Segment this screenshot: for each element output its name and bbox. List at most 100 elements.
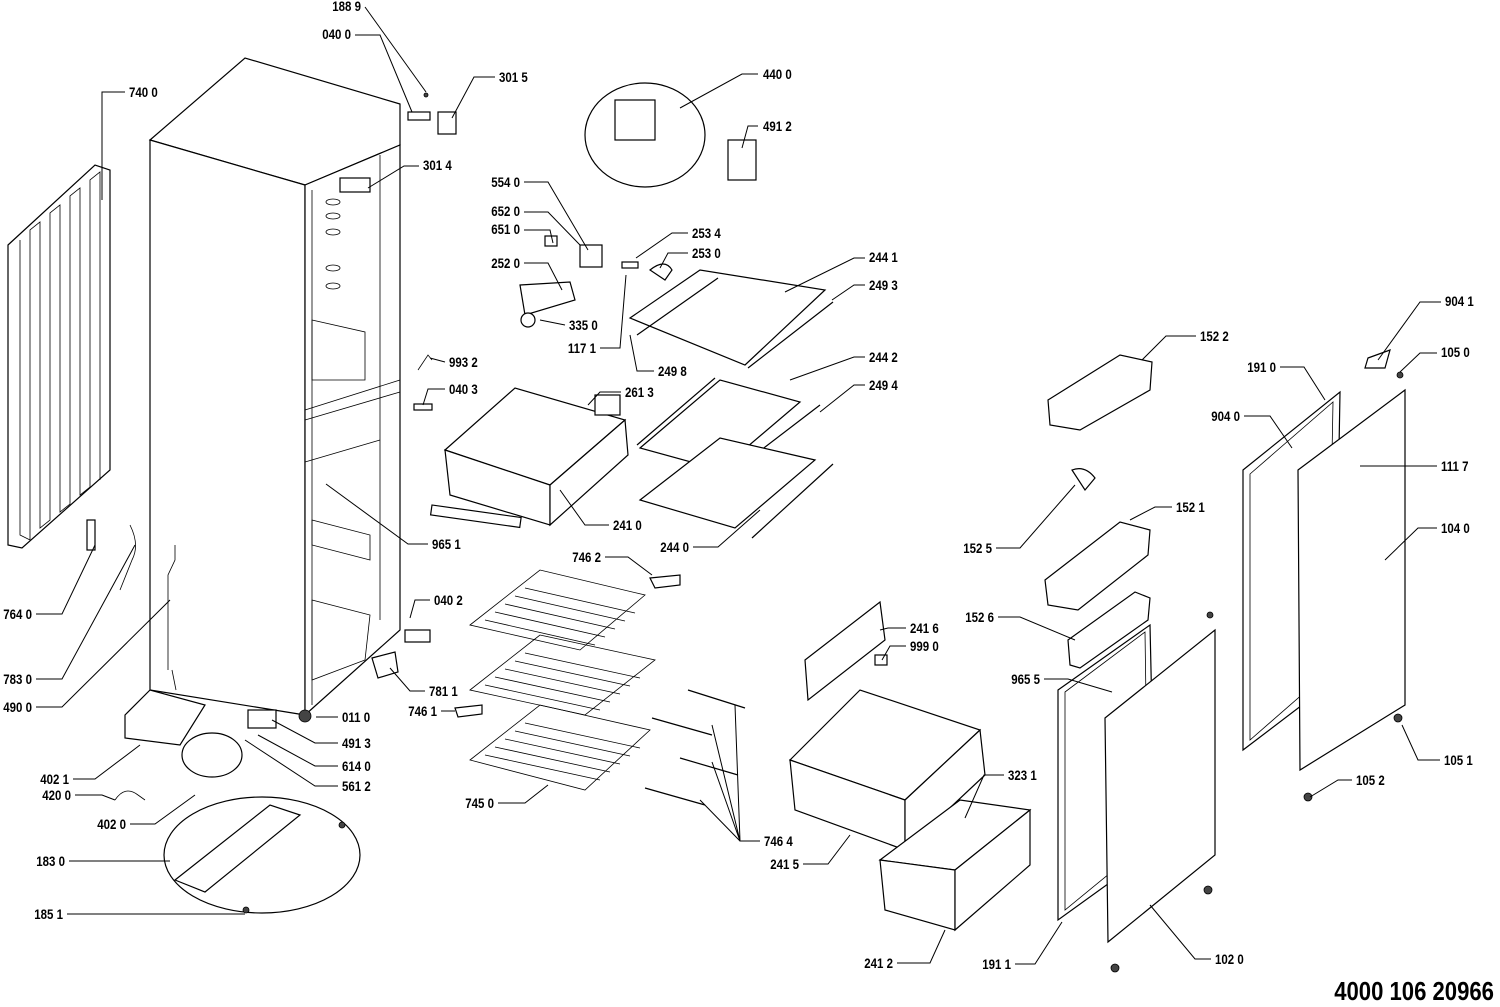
leader-p9655 [1044, 678, 1113, 693]
leader-p4913 [271, 719, 338, 744]
leader-p2494 [819, 384, 865, 413]
leader-p3014 [367, 165, 419, 189]
glass-shelves [628, 269, 834, 539]
callout-p1020: 102 0 [1215, 951, 1244, 967]
leader-p7464 [699, 704, 760, 842]
callout-p1040: 104 0 [1441, 520, 1470, 536]
callout-p6510: 651 0 [491, 221, 520, 237]
leader-p2441 [784, 257, 865, 293]
callout-p9990: 999 0 [910, 638, 939, 654]
callout-p9041: 904 1 [1445, 293, 1474, 309]
lower-drawers [788, 600, 1032, 932]
leader-p4020 [130, 794, 196, 825]
leader-p3231 [964, 774, 1004, 819]
callout-p7830: 783 0 [3, 671, 32, 687]
leader-p9040 [1244, 415, 1293, 449]
callout-p7640: 764 0 [3, 606, 32, 622]
drier-part [86, 519, 96, 551]
callout-p2498: 249 8 [658, 363, 687, 379]
callout-p0403: 040 3 [449, 381, 478, 397]
leader-p2493 [831, 284, 865, 301]
callout-p1830: 183 0 [36, 853, 65, 869]
door-shelves [1044, 354, 1153, 669]
callout-p1117: 111 7 [1441, 458, 1468, 474]
callout-p6140: 614 0 [342, 758, 371, 774]
leader-p1171 [600, 274, 627, 349]
callout-p4913: 491 3 [342, 735, 371, 751]
callout-p4900: 490 0 [3, 699, 32, 715]
callout-p2416: 241 6 [910, 620, 939, 636]
callout-p0400: 040 0 [322, 26, 351, 42]
leader-p1040 [1384, 527, 1437, 561]
callout-p9651: 965 1 [432, 536, 461, 552]
leader-p5612 [244, 739, 338, 787]
leader-p2534 [635, 232, 688, 259]
callout-p0110: 011 0 [342, 709, 370, 725]
callout-p1050: 105 0 [1441, 344, 1470, 360]
freezer-drawer-upper [429, 387, 629, 529]
misc-parts [371, 394, 888, 679]
callout-p9040: 904 0 [1211, 408, 1240, 424]
callout-p1910: 191 0 [1247, 359, 1276, 375]
leader-p0400 [355, 34, 413, 113]
leader-p0402 [409, 599, 430, 619]
callout-p5612: 561 2 [342, 778, 371, 794]
leader-p2520 [524, 262, 563, 291]
callout-p1525: 152 5 [963, 540, 992, 556]
leader-p9932 [429, 357, 446, 363]
callout-p1526: 152 6 [965, 609, 994, 625]
callout-p2410: 241 0 [613, 517, 642, 533]
callout-p4400: 440 0 [763, 66, 792, 82]
callout-p1171: 117 1 [568, 340, 596, 356]
callout-p7462: 746 2 [572, 549, 601, 565]
leader-lines [36, 6, 1441, 965]
callout-p2613: 261 3 [625, 384, 654, 400]
callout-p3231: 323 1 [1008, 767, 1037, 783]
callout-p4200: 420 0 [42, 787, 71, 803]
leader-p7462 [605, 556, 653, 576]
callout-p2493: 249 3 [869, 277, 898, 293]
callout-p3014: 301 4 [423, 157, 453, 173]
leader-p4400 [679, 73, 758, 109]
callout-p7450: 745 0 [465, 795, 494, 811]
callout-p7400: 740 0 [129, 84, 158, 100]
callout-p1911: 191 1 [982, 956, 1011, 972]
leader-p1522 [1141, 335, 1196, 361]
callout-p1889: 188 9 [332, 0, 361, 14]
leader-p1911 [1015, 921, 1063, 965]
leader-p6510 [524, 229, 554, 244]
leader-p2440 [693, 509, 761, 548]
compressor-group [114, 689, 361, 914]
leader-p3350 [539, 319, 566, 326]
leader-p6520 [524, 211, 581, 246]
leader-p7830 [36, 544, 136, 680]
leader-p2412 [897, 929, 946, 964]
leader-p3015 [451, 76, 495, 119]
leader-p2613 [587, 391, 621, 406]
leader-p9651 [325, 483, 428, 545]
leader-p0403 [422, 388, 445, 406]
cabinet [148, 57, 401, 723]
leader-p4021 [73, 744, 141, 780]
callout-p1521: 152 1 [1176, 499, 1205, 515]
callout-p3350: 335 0 [569, 317, 598, 333]
document-code: 4000 106 20966 [1334, 976, 1494, 1006]
callout-p2494: 249 4 [869, 377, 899, 393]
callout-p3015: 301 5 [499, 69, 528, 85]
top-parts [407, 82, 757, 411]
callout-p5540: 554 0 [491, 174, 520, 190]
doors [1057, 349, 1406, 973]
callout-p2534: 253 4 [692, 225, 722, 241]
leader-p1889 [364, 6, 427, 93]
condenser [7, 164, 111, 549]
callout-p9932: 993 2 [449, 354, 478, 370]
leader-p7400 [101, 91, 125, 200]
leader-p1525 [996, 484, 1076, 549]
callout-p2415: 241 5 [770, 856, 799, 872]
leader-p1910 [1280, 366, 1326, 401]
callout-p2442: 244 2 [869, 349, 898, 365]
callout-p2530: 253 0 [692, 245, 721, 261]
leader-p2530 [659, 252, 688, 269]
callout-p6520: 652 0 [491, 203, 520, 219]
callout-p9655: 965 5 [1011, 671, 1040, 687]
